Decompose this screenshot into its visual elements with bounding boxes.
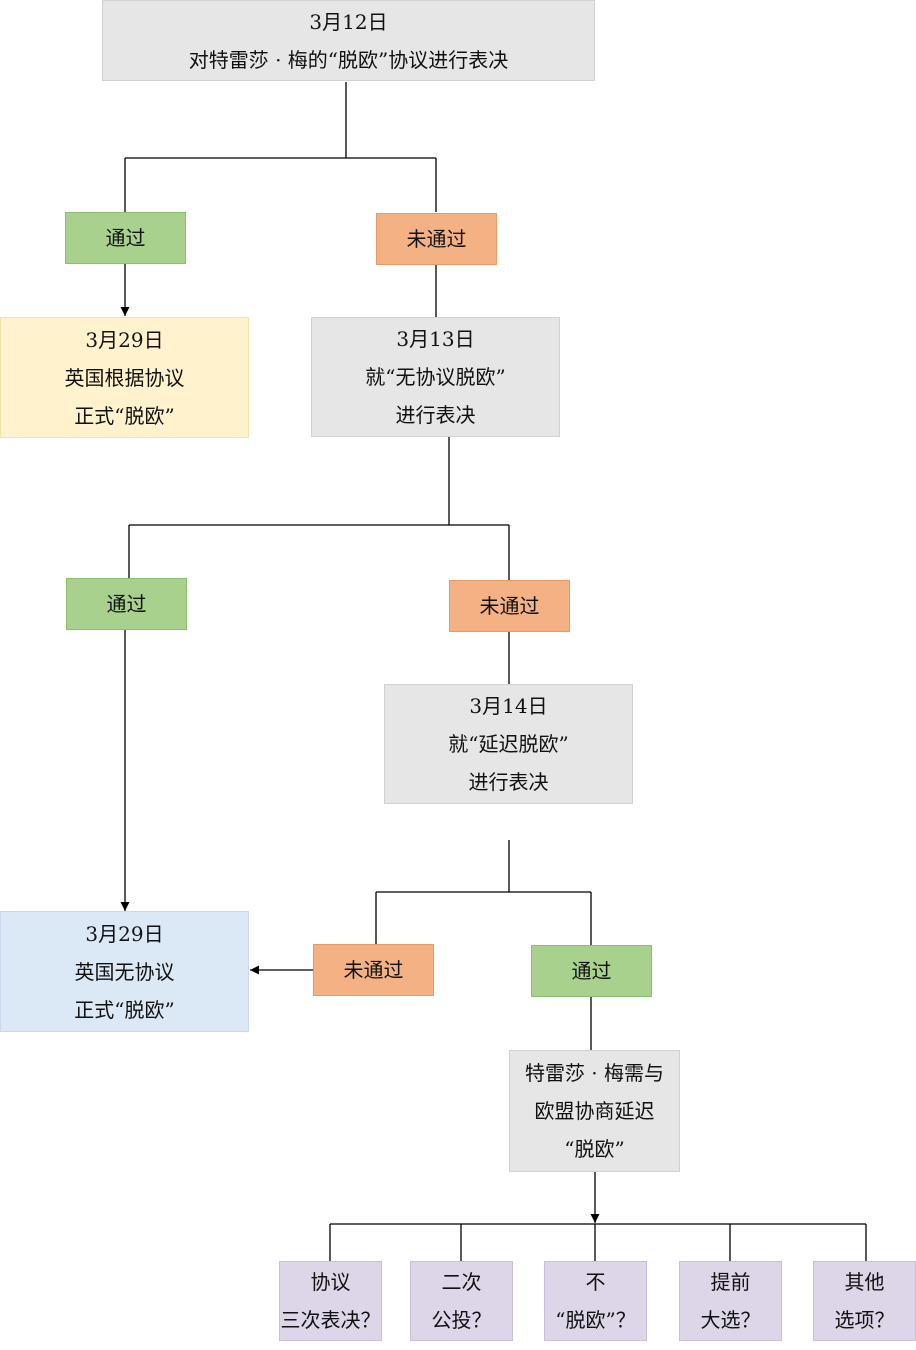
option-line2: 大选？ <box>700 1308 761 1332</box>
outcome-nodeal-line1: 英国无协议 <box>74 959 175 984</box>
option-line1: 其他 <box>844 1270 885 1294</box>
connector-vote2-split <box>128 437 510 580</box>
connector-options-split <box>329 1223 867 1261</box>
negotiate-box: 特雷莎 · 梅需与 欧盟协商延迟 “脱欧” <box>509 1050 680 1172</box>
outcome-nodeal-date: 3月29日 <box>85 921 164 946</box>
negotiate-line1: 特雷莎 · 梅需与 <box>524 1061 665 1085</box>
branch2-fail-label: 未通过 <box>479 594 540 618</box>
option-box: 其他 选项？ <box>813 1261 916 1341</box>
branch3-fail-label: 未通过 <box>343 958 404 982</box>
option-line2: 公投？ <box>431 1308 492 1332</box>
vote2-date: 3月13日 <box>396 327 475 351</box>
negotiate-line2: 欧盟协商延迟 <box>534 1099 655 1123</box>
option-line1: 二次 <box>441 1270 482 1294</box>
option-box: 二次 公投？ <box>410 1261 513 1341</box>
branch3-fail-box: 未通过 <box>313 944 434 996</box>
negotiate-line3: “脱欧” <box>564 1137 625 1161</box>
vote2-box: 3月13日 就“无协议脱欧” 进行表决 <box>311 317 560 437</box>
branch1-fail-label: 未通过 <box>406 227 467 251</box>
vote3-line1: 就“延迟脱欧” <box>448 732 569 756</box>
outcome-deal-line1: 英国根据协议 <box>64 365 185 390</box>
branch1-pass-box: 通过 <box>65 212 186 264</box>
branch2-fail-box: 未通过 <box>449 580 570 632</box>
branch2-pass-label: 通过 <box>106 592 147 616</box>
vote3-line2: 进行表决 <box>468 770 549 794</box>
vote2-line2: 进行表决 <box>395 403 476 427</box>
branch3-pass-box: 通过 <box>531 945 652 997</box>
vote1-box: 3月12日 对特雷莎 · 梅的“脱欧”协议进行表决 <box>102 0 595 81</box>
vote3-date: 3月14日 <box>469 694 548 718</box>
connector-vote3-split <box>375 840 592 945</box>
vote2-line1: 就“无协议脱欧” <box>365 365 506 389</box>
outcome-nodeal-box: 3月29日 英国无协议 正式“脱欧” <box>0 911 249 1032</box>
option-line2: “脱欧”？ <box>555 1308 636 1332</box>
option-line1: 提前 <box>710 1270 751 1294</box>
option-line1: 不 <box>585 1270 606 1294</box>
option-line2: 选项？ <box>834 1308 895 1332</box>
option-line2: 三次表决？ <box>280 1308 381 1332</box>
option-box: 不 “脱欧”？ <box>544 1261 647 1341</box>
branch2-pass-box: 通过 <box>66 578 187 630</box>
branch1-pass-label: 通过 <box>105 226 146 250</box>
option-box: 协议 三次表决？ <box>279 1261 382 1341</box>
option-line1: 协议 <box>310 1270 351 1294</box>
vote1-desc: 对特雷莎 · 梅的“脱欧”协议进行表决 <box>188 47 509 72</box>
outcome-deal-date: 3月29日 <box>85 327 164 352</box>
vote3-box: 3月14日 就“延迟脱欧” 进行表决 <box>384 684 633 804</box>
outcome-deal-box: 3月29日 英国根据协议 正式“脱欧” <box>0 317 249 438</box>
option-box: 提前 大选？ <box>679 1261 782 1341</box>
connector-vote1-split <box>124 82 437 212</box>
outcome-nodeal-line2: 正式“脱欧” <box>74 997 175 1022</box>
branch1-fail-box: 未通过 <box>376 213 497 265</box>
outcome-deal-line2: 正式“脱欧” <box>74 403 175 428</box>
vote1-date: 3月12日 <box>309 9 388 34</box>
branch3-pass-label: 通过 <box>571 959 612 983</box>
